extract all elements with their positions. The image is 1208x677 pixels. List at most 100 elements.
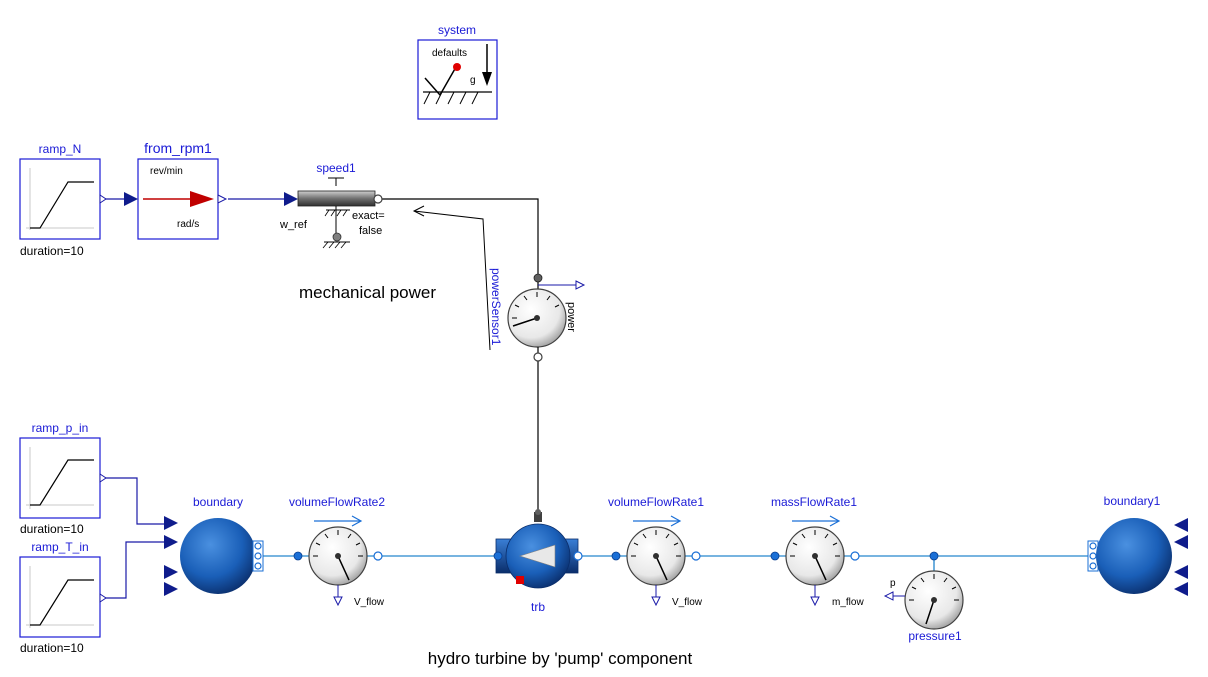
system-defaults-text: defaults <box>432 48 467 59</box>
boundary1-input-ports[interactable] <box>1174 518 1188 596</box>
ramp-n-param: duration=10 <box>20 244 84 258</box>
ramp-t-in-output-port[interactable] <box>99 593 107 603</box>
volume-flow-rate1-block[interactable]: volumeFlowRate1 V_flow <box>608 495 704 608</box>
volume-flow-rate2-label: volumeFlowRate2 <box>289 495 385 509</box>
volume-flow-rate1-output-label: V_flow <box>672 597 703 608</box>
ramp-t-in-label: ramp_T_in <box>31 540 88 554</box>
system-block[interactable]: system defaults g <box>417 23 498 120</box>
boundary-p-in-port[interactable] <box>164 516 178 530</box>
ramp-t-in-curve <box>30 579 94 626</box>
ramp-n-frame <box>19 158 101 240</box>
system-red-dot-icon <box>453 63 461 71</box>
from-rpm1-block[interactable]: from_rpm1 rev/min rad/s <box>124 140 228 240</box>
boundary-c-in-port[interactable] <box>164 582 178 596</box>
speed1-input-port[interactable] <box>284 192 298 206</box>
speed1-block[interactable]: speed1 w_ref exact= false <box>279 161 385 249</box>
wire-ramp-p-boundary[interactable] <box>100 477 166 525</box>
from-rpm1-input-port[interactable] <box>124 192 138 206</box>
pressure1-label: pressure1 <box>908 629 962 643</box>
ramp-n-block[interactable]: ramp_N duration=10 <box>19 142 107 258</box>
trb-port-b[interactable] <box>573 551 583 561</box>
speed1-ground-hatch <box>322 241 347 249</box>
boundary-x-in-port[interactable] <box>164 565 178 579</box>
system-frame <box>417 39 498 120</box>
mechanical-power-annotation: mechanical power <box>299 205 491 351</box>
boundary-t-in-port[interactable] <box>164 535 178 549</box>
ramp-p-in-output-port[interactable] <box>99 473 107 483</box>
speed1-wref-label: w_ref <box>279 219 308 231</box>
boundary1-block[interactable]: boundary1 <box>1087 494 1188 596</box>
mass-flow-rate1-output-port[interactable] <box>810 596 820 607</box>
speed1-support-port[interactable] <box>332 232 342 242</box>
trb-heat-port[interactable] <box>516 576 524 584</box>
volume-flow-rate1-port-a[interactable] <box>611 551 621 561</box>
power-sensor1-pivot <box>534 315 540 321</box>
from-rpm1-output-port[interactable] <box>217 194 228 204</box>
boundary-input-ports[interactable] <box>164 516 178 596</box>
ramp-t-in-param: duration=10 <box>20 641 84 655</box>
boundary-block[interactable]: boundary <box>164 495 264 596</box>
speed1-param-line1: exact= <box>352 210 385 222</box>
ramp-p-in-param: duration=10 <box>20 522 84 536</box>
power-sensor1-block[interactable]: power powerSensor1 <box>489 268 586 362</box>
gravity-arrow-icon <box>482 72 492 86</box>
mass-flow-rate1-needle <box>814 555 827 581</box>
volume-flow-rate2-port-a[interactable] <box>293 551 303 561</box>
ramp-t-in-block[interactable]: ramp_T_in duration=10 <box>19 540 107 655</box>
pressure1-block[interactable]: p pressure1 <box>883 551 964 643</box>
from-rpm1-label: from_rpm1 <box>144 140 212 156</box>
pressure1-output-port[interactable] <box>883 591 894 601</box>
boundary-label: boundary <box>193 495 243 509</box>
boundary-reservoir-icon <box>180 518 256 594</box>
wire-speed-power[interactable] <box>378 198 539 278</box>
mass-flow-rate1-label: massFlowRate1 <box>771 495 857 509</box>
mechanical-power-pointer-line <box>413 210 491 351</box>
speed1-flange-port[interactable] <box>373 194 383 204</box>
system-ground-hatch <box>423 91 479 105</box>
power-sensor1-label: powerSensor1 <box>489 268 503 346</box>
boundary1-p-in-port[interactable] <box>1174 518 1188 532</box>
trb-port-a[interactable] <box>493 551 503 561</box>
ramp-p-in-curve <box>30 459 94 506</box>
boundary1-label: boundary1 <box>1104 494 1161 508</box>
volume-flow-rate2-port-b[interactable] <box>373 551 383 561</box>
mass-flow-rate1-block[interactable]: massFlowRate1 m_flow <box>770 495 864 608</box>
from-rpm1-arrow-icon <box>190 191 214 207</box>
pressure1-port[interactable] <box>929 551 939 561</box>
mass-flow-rate1-output-label: m_flow <box>832 597 864 608</box>
mass-flow-rate1-port-a[interactable] <box>770 551 780 561</box>
volume-flow-rate1-pivot <box>653 553 659 559</box>
volume-flow-rate1-ticks <box>631 530 681 557</box>
trb-label: trb <box>531 600 545 614</box>
ramp-n-output-port[interactable] <box>99 194 107 204</box>
volume-flow-rate2-output-port[interactable] <box>333 596 343 607</box>
power-sensor1-ticks <box>512 292 560 319</box>
wire-ramp-T-boundary[interactable] <box>100 541 166 599</box>
volume-flow-rate2-block[interactable]: volumeFlowRate2 V_flow <box>289 495 385 608</box>
pressure1-output-label: p <box>890 578 896 589</box>
system-label: system <box>438 23 476 37</box>
volume-flow-rate2-arrow-icon <box>351 515 363 527</box>
trb-shaft-port[interactable] <box>535 509 541 515</box>
trb-direction-icon <box>518 544 556 568</box>
ramp-p-in-block[interactable]: ramp_p_in duration=10 <box>19 421 107 536</box>
trb-shaft-stub <box>534 512 542 522</box>
mass-flow-rate1-ticks <box>790 530 840 557</box>
trb-block[interactable]: trb <box>493 509 583 614</box>
power-sensor1-flange-a[interactable] <box>533 273 543 283</box>
ramp-n-label: ramp_N <box>39 142 82 156</box>
volume-flow-rate1-output-port[interactable] <box>651 596 661 607</box>
boundary1-c-in-port[interactable] <box>1174 582 1188 596</box>
power-sensor1-needle <box>512 317 538 327</box>
mass-flow-rate1-port-b[interactable] <box>850 551 860 561</box>
boundary1-x-in-port[interactable] <box>1174 565 1188 579</box>
pressure1-pivot <box>931 597 937 603</box>
volume-flow-rate2-ticks <box>313 530 363 557</box>
ramp-p-in-label: ramp_p_in <box>32 421 89 435</box>
power-sensor1-flange-b[interactable] <box>533 352 543 362</box>
volume-flow-rate1-port-b[interactable] <box>691 551 701 561</box>
boundary1-t-in-port[interactable] <box>1174 535 1188 549</box>
power-sensor1-output-port[interactable] <box>575 280 586 290</box>
volume-flow-rate1-label: volumeFlowRate1 <box>608 495 704 509</box>
